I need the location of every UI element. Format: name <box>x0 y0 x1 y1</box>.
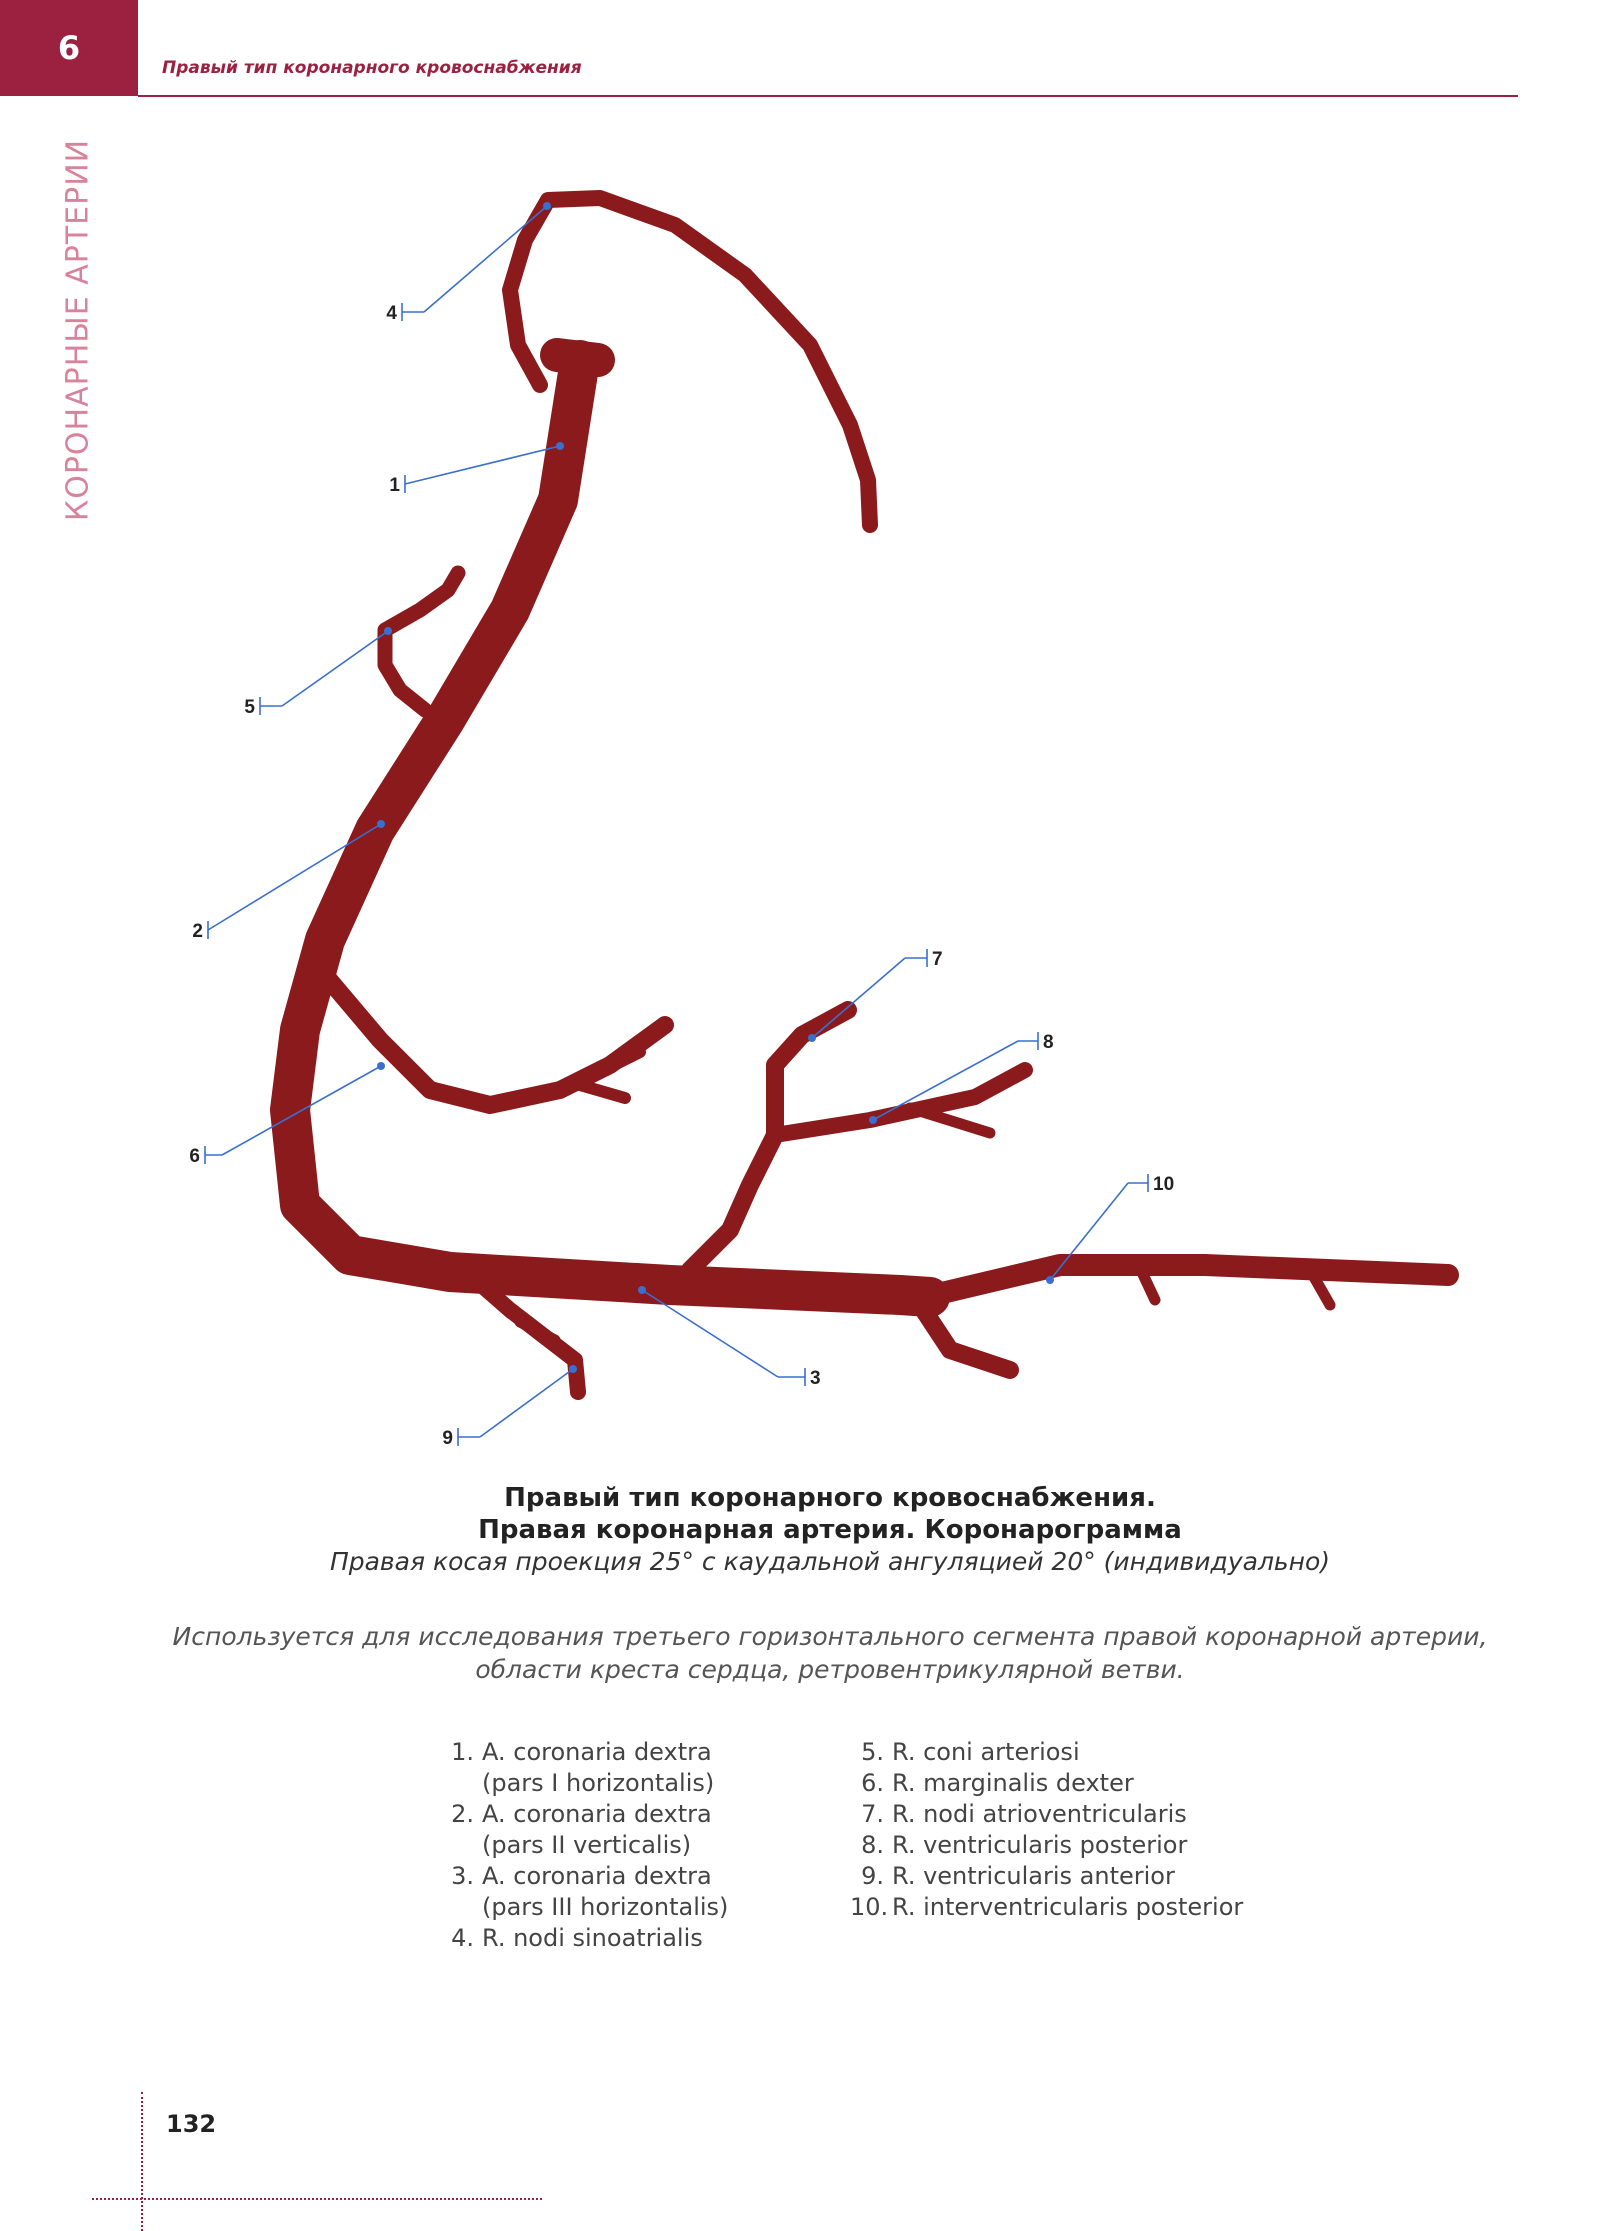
legend-item-number: 8. <box>861 1831 884 1859</box>
vessel-branch-6b <box>574 1079 631 1104</box>
callout-numbers: 1 2 3 4 5 6 7 8 9 10 <box>189 303 1174 1449</box>
legend-item-text: R. marginalis dexter <box>892 1769 1134 1797</box>
vessel-main-trunk <box>270 340 950 1317</box>
vessel-branch-9b <box>514 1316 561 1346</box>
legend-item: 10.R. interventricularis posterior <box>850 1892 1243 1923</box>
caption-subtitle: Правая косая проекция 25° с каудальной а… <box>329 1547 1331 1576</box>
caption-title-line-2: Правая коронарная артерия. Коронарограмм… <box>478 1515 1182 1545</box>
legend-item: (pars I horizontalis) <box>440 1768 728 1799</box>
legend-item-text: (pars III horizontalis) <box>482 1893 729 1921</box>
legend-item: 5. R. coni arteriosi <box>850 1737 1243 1768</box>
callout-number-7: 7 <box>932 949 943 970</box>
legend-list-left: 1. A. coronaria dextra (pars I horizontal… <box>440 1737 728 1954</box>
callout-number-2: 2 <box>192 921 203 942</box>
legend-item-text: R. nodi atrioventricularis <box>892 1800 1187 1828</box>
legend-item-number <box>440 1830 474 1861</box>
footer-dotted-rule-horizontal <box>92 2198 542 2200</box>
legend-list-right: 5. R. coni arteriosi 6. R. marginalis dext… <box>850 1737 1243 1923</box>
callout-number-9: 9 <box>442 1428 453 1449</box>
coronary-artery-diagram: 1 2 3 4 5 6 7 8 9 10 <box>189 190 1459 1449</box>
running-header-title: Правый тип коронарного кровоснабжения <box>162 58 582 78</box>
legend-item-number <box>440 1892 474 1923</box>
legend-item: 8. R. ventricularis posterior <box>850 1830 1243 1861</box>
callout-number-6: 6 <box>189 1146 200 1167</box>
legend-item-number: 7. <box>861 1800 884 1828</box>
legend-item-text: (pars I horizontalis) <box>482 1769 715 1797</box>
legend-item-text: A. coronaria dextra <box>482 1862 712 1890</box>
legend-item-text: A. coronaria dextra <box>482 1738 712 1766</box>
legend-item: (pars II verticalis) <box>440 1830 728 1861</box>
legend-item-number: 4. <box>451 1924 474 1952</box>
legend-item-text: (pars II verticalis) <box>482 1831 692 1859</box>
legend-item: (pars III horizontalis) <box>440 1892 728 1923</box>
vessel-spur-1 <box>1134 1262 1161 1306</box>
vessel-branch-8 <box>767 1062 1033 1143</box>
legend-item: 7. R. nodi atrioventricularis <box>850 1799 1243 1830</box>
vessel-branch-lower <box>906 1288 1019 1379</box>
legend-item-number: 5. <box>861 1738 884 1766</box>
legend-item-text: R. coni arteriosi <box>892 1738 1080 1766</box>
page-number: 132 <box>166 2110 217 2138</box>
callout-number-8: 8 <box>1043 1032 1054 1053</box>
legend-item: 6. R. marginalis dexter <box>850 1768 1243 1799</box>
vessel-branch-6c <box>594 1046 646 1078</box>
legend-item-number: 2. <box>451 1800 474 1828</box>
legend-item: 3. A. coronaria dextra <box>440 1861 728 1892</box>
vessel-ostium-cap <box>540 338 615 377</box>
description-line-2: области креста сердца, ретровентрикулярн… <box>475 1655 1185 1684</box>
legend-item-number: 9. <box>861 1862 884 1890</box>
vessel-branch-8b <box>904 1102 996 1139</box>
header-rule <box>138 95 1518 97</box>
vessel-spur-2 <box>1304 1264 1336 1311</box>
callout-lines <box>204 202 1149 1446</box>
callout-number-4: 4 <box>386 303 397 324</box>
legend-item-number: 1. <box>451 1738 474 1766</box>
legend-item-text: R. ventricularis anterior <box>892 1862 1175 1890</box>
vessel-distal-segment <box>914 1254 1459 1308</box>
legend-item-text: R. nodi sinoatrialis <box>482 1924 703 1952</box>
legend-item: 1. A. coronaria dextra <box>440 1737 728 1768</box>
callout-number-10: 10 <box>1153 1174 1174 1195</box>
legend-item: 9. R. ventricularis anterior <box>850 1861 1243 1892</box>
vessel-tree <box>270 190 1459 1400</box>
legend-item: 2. A. coronaria dextra <box>440 1799 728 1830</box>
caption-title-line-1: Правый тип коронарного кровоснабжения. <box>504 1483 1156 1513</box>
legend-item-text: A. coronaria dextra <box>482 1800 712 1828</box>
chapter-number-tab: 6 <box>0 0 138 96</box>
figure-description: Используется для исследования третьего г… <box>160 1620 1500 1686</box>
vessel-branch-6 <box>316 966 674 1114</box>
description-line-1: Используется для исследования третьего г… <box>172 1622 1488 1651</box>
legend-item-text: R. interventricularis posterior <box>892 1893 1244 1921</box>
callout-number-1: 1 <box>389 475 400 496</box>
callout-number-5: 5 <box>244 697 255 718</box>
footer-dotted-rule-vertical <box>141 2092 143 2231</box>
vessel-branch-4 <box>502 190 878 533</box>
callout-number-3: 3 <box>810 1368 821 1389</box>
figure-caption: Правый тип коронарного кровоснабжения. П… <box>160 1482 1500 1578</box>
legend-item-number: 6. <box>861 1769 884 1797</box>
legend-item: 4. R. nodi sinoatrialis <box>440 1923 728 1954</box>
legend-item-number: 3. <box>451 1862 474 1890</box>
legend-item-number: 10. <box>850 1893 889 1921</box>
legend-item-number <box>440 1768 474 1799</box>
legend-item-text: R. ventricularis posterior <box>892 1831 1188 1859</box>
